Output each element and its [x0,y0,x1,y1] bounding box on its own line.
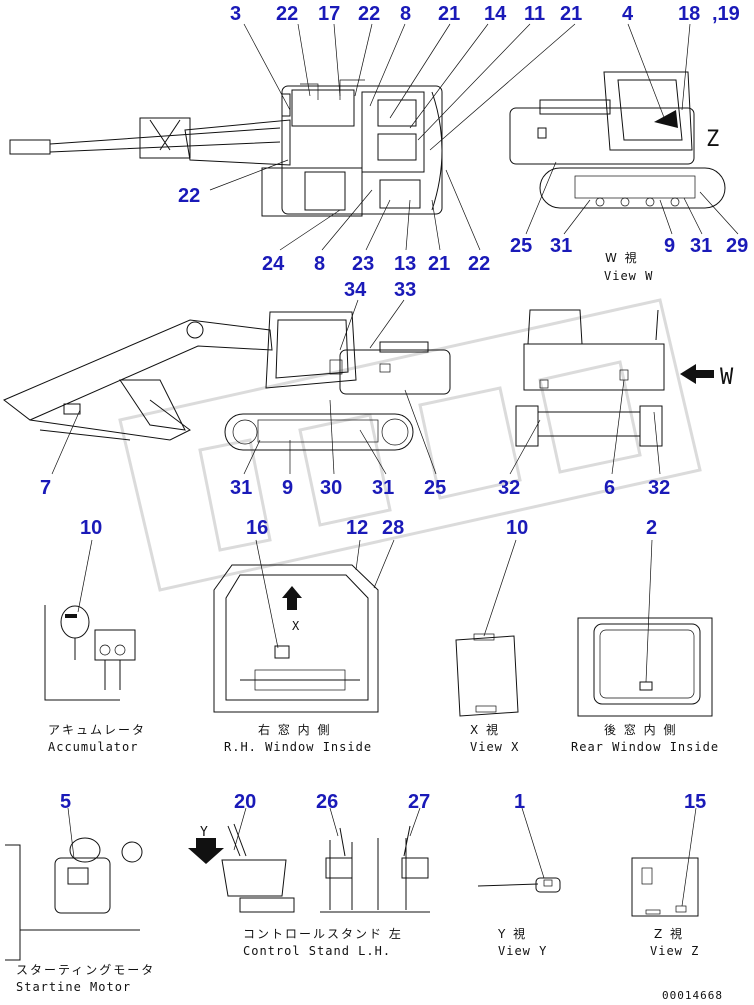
callout-10: 10 [506,517,528,539]
callout-32: 32 [648,477,670,499]
callout-31: 31 [372,477,394,499]
callout-30: 30 [320,477,342,499]
view-x-caption-jp: X 視 [470,722,500,737]
callout-12: 12 [346,517,368,539]
view-y-caption-en: View Y [498,944,547,958]
main-side-view [3,311,451,451]
accumulator-caption-jp: アキュムレータ [48,723,146,737]
top-plan-view [9,79,443,217]
callout-21: 21 [438,3,460,25]
callout-20: 20 [234,791,256,813]
callout-16: 16 [246,517,268,539]
callout-25: 25 [424,477,446,499]
callout-11: 11 [524,3,545,25]
callout-23: 23 [352,253,374,275]
rear-window-caption-jp: 後 窓 内 側 [604,722,677,737]
w-arrow-label: W [720,365,734,390]
callout-8: 8 [314,253,325,275]
view-w-caption-en: View W [604,269,653,283]
view-y-caption-jp: Y 視 [497,926,527,941]
callout-17: 17 [318,3,340,25]
callout-22: 22 [358,3,380,25]
callout-4: 4 [622,3,634,25]
callout-22: 22 [276,3,298,25]
callout-21: 21 [428,253,450,275]
z-view-marker: Z [706,127,720,152]
callout-21: 21 [560,3,582,25]
control-stand-caption-en: Control Stand L.H. [243,944,391,958]
callout-19: ,19 [712,3,740,25]
callout-28: 28 [382,517,404,539]
callout-26: 26 [316,791,338,813]
callout-25: 25 [510,235,532,257]
rh-window-drawing: X 右 窓 内 側 R.H. Window Inside [213,564,379,754]
callout-22: 22 [178,185,200,207]
starting-motor-caption-jp: スターティングモータ [16,963,155,977]
document-number: 00014668 [662,989,723,1002]
accumulator-drawing: アキュムレータ Accumulator [44,605,146,754]
control-stand-drawing: Y コントロールスタンド 左 Control Stand L.H. [188,823,430,958]
rear-window-caption-en: Rear Window Inside [571,740,719,754]
callout-15: 15 [684,791,706,813]
callout-29: 29 [726,235,748,257]
callout-9: 9 [664,235,675,257]
rear-view: W [515,309,734,447]
callout-32: 32 [498,477,520,499]
view-w-drawing: W 視 View W [509,71,726,283]
callout-2: 2 [646,517,657,539]
rh-window-caption-jp: 右 窓 内 側 [258,722,331,737]
view-z-caption-jp: Z 視 [654,926,684,941]
callout-10: 10 [80,517,102,539]
callout-9: 9 [282,477,293,499]
starting-motor-drawing: スターティングモータ Startine Motor [5,837,155,994]
callout-14: 14 [484,3,507,25]
leader-lines [51,23,739,907]
callout-31: 31 [690,235,712,257]
view-y-drawing: Y 視 View Y [477,877,561,958]
starting-motor-caption-en: Startine Motor [16,980,131,994]
callout-6: 6 [604,477,615,499]
view-x-caption-en: View X [470,740,519,754]
accumulator-caption-en: Accumulator [48,740,138,754]
y-view-marker: Y [200,825,209,840]
callout-33: 33 [394,279,416,301]
view-x-drawing: X 視 View X [455,633,519,754]
view-z-caption-en: View Z [650,944,699,958]
rear-window-drawing: 後 窓 内 側 Rear Window Inside [571,617,719,754]
view-z-drawing: Z 視 View Z [631,857,699,958]
callout-1: 1 [514,791,525,813]
callout-7: 7 [40,477,51,499]
callout-18: 18 [678,3,700,25]
callout-3: 3 [230,3,241,25]
rh-window-caption-en: R.H. Window Inside [224,740,372,754]
x-view-marker: X [292,619,300,633]
callout-8: 8 [400,3,411,25]
callout-27: 27 [408,791,430,813]
control-stand-caption-jp: コントロールスタンド 左 [243,926,403,941]
callout-5: 5 [60,791,71,813]
callout-13: 13 [394,253,416,275]
callout-numbers: 3 22 17 22 8 21 14 11 21 4 18 ,19 Z 22 2… [40,3,748,813]
callout-34: 34 [344,279,367,301]
callout-22: 22 [468,253,490,275]
callout-31: 31 [230,477,252,499]
callout-31: 31 [550,235,572,257]
callout-24: 24 [262,253,285,275]
view-w-caption-jp: W 視 [605,250,639,265]
